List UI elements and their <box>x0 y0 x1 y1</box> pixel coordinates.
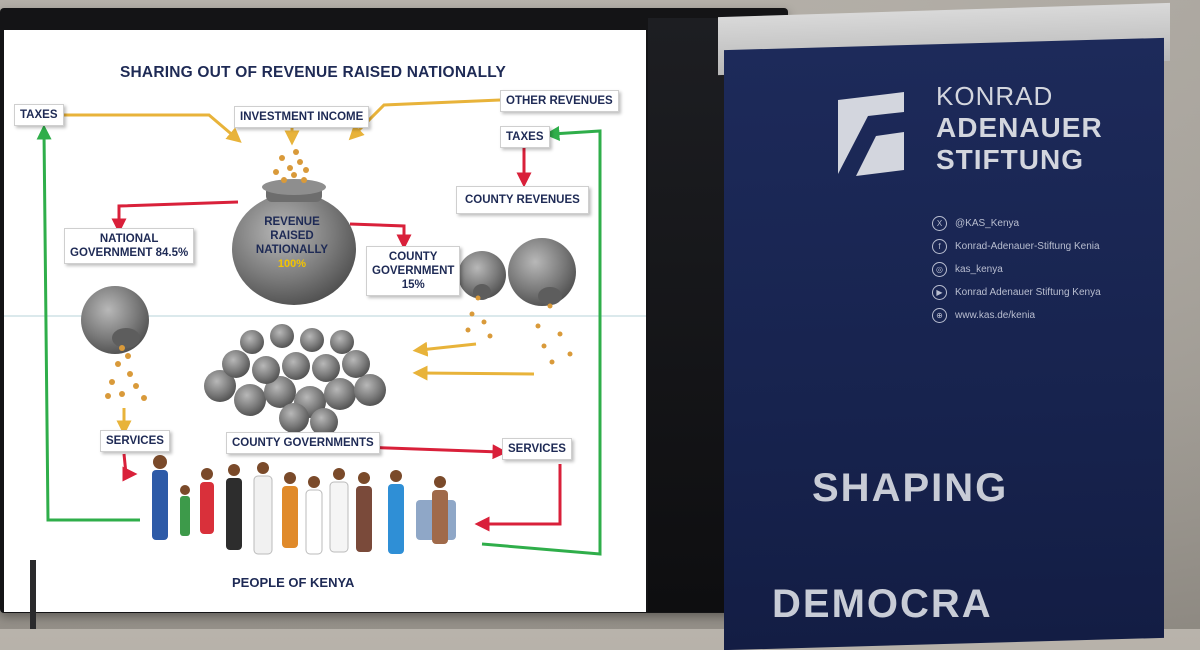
social-row-x: X @KAS_Kenya <box>932 212 1101 235</box>
kas-name-line2: ADENAUER <box>936 112 1103 143</box>
slogan-democracy: DEMOCRA <box>772 582 993 626</box>
social-row-facebook: f Konrad-Adenauer-Stiftung Kenia <box>932 235 1101 258</box>
taxes-right-box: TAXES <box>500 126 550 148</box>
web-icon: ⊕ <box>932 308 947 323</box>
flow-diagram <box>4 98 646 556</box>
county-government-box: COUNTY GOVERNMENT 15% <box>366 246 461 296</box>
social-row-instagram: ◎ kas_kenya <box>932 258 1101 281</box>
people-of-kenya-label: PEOPLE OF KENYA <box>232 575 355 590</box>
red-arrows <box>111 146 562 532</box>
social-row-web: ⊕ www.kas.de/kenia <box>932 304 1101 327</box>
county-government-line1: COUNTY <box>388 251 438 263</box>
x-icon: X <box>932 216 947 231</box>
green-arrows <box>36 124 602 556</box>
county-government-line2: GOVERNMENT <box>372 265 455 277</box>
tv-cable <box>30 560 36 629</box>
social-text: Konrad Adenauer Stiftung Kenya <box>955 287 1101 298</box>
social-text: @KAS_Kenya <box>955 218 1020 229</box>
slogan-shaping: SHAPING <box>812 466 1009 510</box>
instagram-icon: ◎ <box>932 262 947 277</box>
kas-wordmark: KONRAD ADENAUER STIFTUNG <box>936 80 1103 176</box>
social-text: www.kas.de/kenia <box>955 310 1036 321</box>
national-government-line2: GOVERNMENT 84.5% <box>70 247 189 259</box>
social-text: kas_kenya <box>955 264 1003 275</box>
revenue-pot-label: REVENUE RAISED NATIONALLY 100% <box>236 215 348 271</box>
services-left-box: SERVICES <box>100 430 170 452</box>
county-revenues-box: COUNTY REVENUES <box>456 186 589 214</box>
small-pots-cluster <box>204 324 386 436</box>
county-governments-box: COUNTY GOVERNMENTS <box>226 432 380 454</box>
kas-name-line1: KONRAD <box>936 81 1054 111</box>
pot-line1: REVENUE <box>264 216 320 228</box>
social-text: Konrad-Adenauer-Stiftung Kenia <box>955 241 1100 252</box>
national-government-line1: NATIONAL <box>99 233 159 245</box>
slide-title: SHARING OUT OF REVENUE RAISED NATIONALLY <box>120 64 507 81</box>
investment-income-box: INVESTMENT INCOME <box>234 106 370 128</box>
revenue-pot <box>232 149 356 305</box>
tv-monitor: SHARING OUT OF REVENUE RAISED NATIONALLY… <box>0 8 788 613</box>
county-pots <box>458 238 576 365</box>
national-government-box: NATIONAL GOVERNMENT 84.5% <box>64 228 195 264</box>
other-revenues-box: OTHER REVENUES <box>500 90 619 112</box>
social-links: X @KAS_Kenya f Konrad-Adenauer-Stiftung … <box>932 212 1101 327</box>
kas-logo-icon <box>838 92 904 176</box>
social-row-youtube: ▶ Konrad Adenauer Stiftung Kenya <box>932 281 1101 304</box>
pot-line2: RAISED NATIONALLY <box>255 230 329 256</box>
kas-name-line3: STIFTUNG <box>936 144 1084 175</box>
county-government-line3: 15% <box>401 279 425 291</box>
taxes-left-box: TAXES <box>14 104 64 126</box>
facebook-icon: f <box>932 239 947 254</box>
slide-screen: SHARING OUT OF REVENUE RAISED NATIONALLY… <box>4 30 646 612</box>
people-illustration <box>152 455 456 555</box>
youtube-icon: ▶ <box>932 285 947 300</box>
services-right-box: SERVICES <box>502 438 572 460</box>
pot-percent: 100% <box>277 258 307 270</box>
national-pot <box>81 286 149 401</box>
